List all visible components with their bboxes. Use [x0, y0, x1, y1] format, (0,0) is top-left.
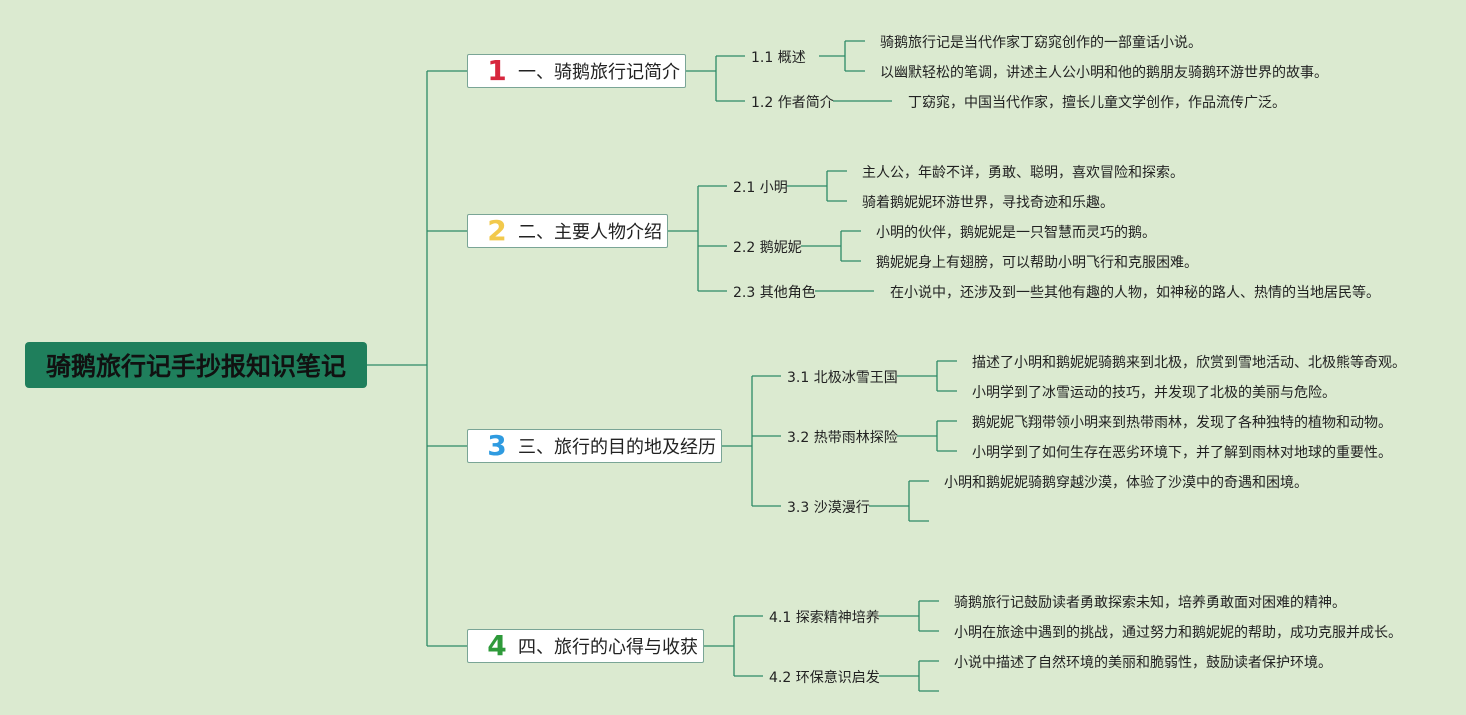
- leaf-note: 主人公，年龄不详，勇敢、聪明，喜欢冒险和探索。: [862, 165, 1184, 181]
- leaf-note: 小明学到了冰雪运动的技巧，并发现了北极的美丽与危险。: [972, 385, 1336, 401]
- subtopic-label: 2.1 小明: [733, 180, 788, 196]
- section-number: 3: [487, 429, 507, 462]
- subtopic-label: 2.3 其他角色: [733, 285, 816, 301]
- section-4-node: 4 四、旅行的心得与收获: [467, 629, 704, 663]
- subtopic-label: 1.2 作者简介: [751, 95, 834, 111]
- leaf-note: 小明和鹅妮妮骑鹅穿越沙漠，体验了沙漠中的奇遇和困境。: [944, 475, 1308, 491]
- section-1-node: 1 一、骑鹅旅行记简介: [467, 54, 686, 88]
- section-title: 四、旅行的心得与收获: [518, 637, 698, 658]
- leaf-note: 小明学到了如何生存在恶劣环境下，并了解到雨林对地球的重要性。: [972, 445, 1392, 461]
- leaf-note: 小明的伙伴，鹅妮妮是一只智慧而灵巧的鹅。: [876, 225, 1156, 241]
- subtopic-label: 3.2 热带雨林探险: [787, 430, 898, 446]
- leaf-note: 在小说中，还涉及到一些其他有趣的人物，如神秘的路人、热情的当地居民等。: [890, 285, 1380, 301]
- section-3-node: 3 三、旅行的目的地及经历: [467, 429, 722, 463]
- leaf-note: 骑着鹅妮妮环游世界，寻找奇迹和乐趣。: [862, 195, 1114, 211]
- subtopic-label: 1.1 概述: [751, 50, 806, 66]
- section-number: 1: [487, 54, 507, 87]
- leaf-note: 鹅妮妮飞翔带领小明来到热带雨林，发现了各种独特的植物和动物。: [972, 415, 1392, 431]
- subtopic-label: 4.2 环保意识启发: [769, 670, 880, 686]
- leaf-note: 小说中描述了自然环境的美丽和脆弱性，鼓励读者保护环境。: [954, 655, 1332, 671]
- section-2-node: 2 二、主要人物介绍: [467, 214, 668, 248]
- section-title: 一、骑鹅旅行记简介: [518, 62, 680, 83]
- leaf-note: 小明在旅途中遇到的挑战，通过努力和鹅妮妮的帮助，成功克服并成长。: [954, 625, 1402, 641]
- subtopic-label: 4.1 探索精神培养: [769, 610, 880, 626]
- leaf-note: 骑鹅旅行记是当代作家丁窈窕创作的一部童话小说。: [880, 35, 1202, 51]
- section-title: 二、主要人物介绍: [518, 222, 662, 243]
- subtopic-label: 3.1 北极冰雪王国: [787, 370, 898, 386]
- subtopic-label: 2.2 鹅妮妮: [733, 240, 802, 256]
- leaf-note: 骑鹅旅行记鼓励读者勇敢探索未知，培养勇敢面对困难的精神。: [954, 595, 1346, 611]
- subtopic-label: 3.3 沙漠漫行: [787, 500, 870, 516]
- leaf-note: 鹅妮妮身上有翅膀，可以帮助小明飞行和克服困难。: [876, 255, 1198, 271]
- leaf-note: 丁窈窕，中国当代作家，擅长儿童文学创作，作品流传广泛。: [908, 95, 1286, 111]
- section-title: 三、旅行的目的地及经历: [518, 437, 716, 458]
- section-number: 2: [487, 214, 507, 247]
- root-title: 骑鹅旅行记手抄报知识笔记: [25, 342, 367, 388]
- leaf-note: 以幽默轻松的笔调，讲述主人公小明和他的鹅朋友骑鹅环游世界的故事。: [880, 65, 1328, 81]
- leaf-note: 描述了小明和鹅妮妮骑鹅来到北极，欣赏到雪地活动、北极熊等奇观。: [972, 355, 1406, 371]
- section-number: 4: [487, 629, 507, 662]
